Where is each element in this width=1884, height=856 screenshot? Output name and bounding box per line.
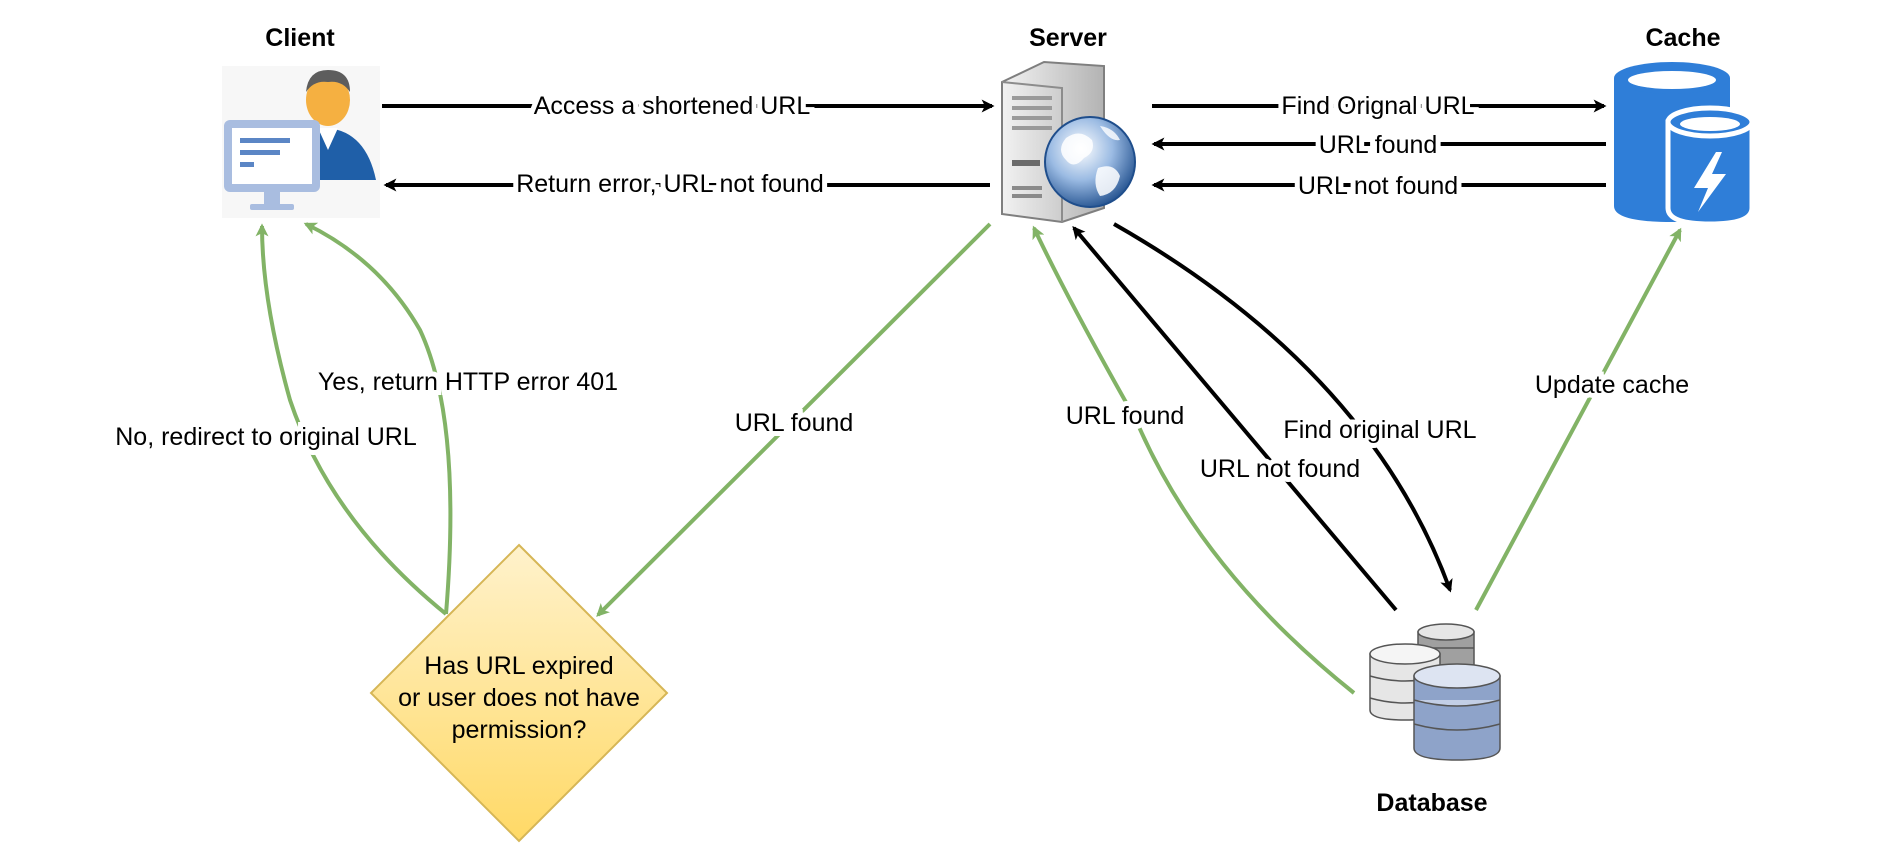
arrow-find-original-cache: Find Orignal URL bbox=[1152, 87, 1607, 125]
label-yes-401: Yes, return HTTP error 401 bbox=[318, 368, 618, 396]
label-access-url: Access a shortened URL bbox=[534, 92, 811, 120]
label-db-url-not-found: URL not found bbox=[1200, 455, 1360, 483]
cache-title: Cache bbox=[1645, 24, 1720, 52]
arrow-access-url: Access a shortened URL bbox=[382, 87, 995, 125]
label-update-cache: Update cache bbox=[1535, 371, 1689, 399]
server-title: Server bbox=[1029, 24, 1107, 52]
arrow-db-url-not-found: URL not found bbox=[1072, 226, 1398, 612]
label-return-error: Return error, URL not found bbox=[516, 170, 824, 198]
database-title: Database bbox=[1376, 789, 1487, 817]
database-cluster-icon bbox=[1369, 623, 1501, 761]
label-cache-url-found: URL found bbox=[1319, 131, 1438, 159]
cache-database-lightning-icon bbox=[1614, 62, 1755, 227]
arrow-cache-url-not-found: URL not found bbox=[1151, 167, 1606, 205]
decision-line-2: or user does not have bbox=[398, 684, 640, 712]
client-title: Client bbox=[265, 24, 335, 52]
label-no-redirect: No, redirect to original URL bbox=[115, 423, 417, 451]
arrow-yes-401: Yes, return HTTP error 401 bbox=[303, 222, 623, 615]
arrow-cache-url-found: URL found bbox=[1151, 126, 1606, 164]
arrow-db-url-found: URL found bbox=[1032, 225, 1356, 695]
decision-diamond: Has URL expired or user does not have pe… bbox=[369, 543, 669, 843]
web-server-globe-icon bbox=[1001, 60, 1136, 224]
decision-line-1: Has URL expired bbox=[424, 652, 613, 680]
label-db-url-found: URL found bbox=[1066, 402, 1185, 430]
decision-line-3: permission? bbox=[452, 716, 587, 744]
arrow-update-cache: Update cache bbox=[1474, 227, 1694, 611]
arrow-return-error: Return error, URL not found bbox=[383, 165, 990, 203]
arrow-find-original-db: Find original URL bbox=[1113, 222, 1482, 593]
label-cache-url-not-found: URL not found bbox=[1298, 172, 1458, 200]
label-find-original-db: Find original URL bbox=[1283, 416, 1476, 444]
client-computer-user-icon bbox=[222, 66, 380, 218]
arrow-server-url-found: URL found bbox=[596, 222, 992, 617]
label-server-url-found: URL found bbox=[735, 409, 854, 437]
label-find-original-cache: Find Orignal URL bbox=[1281, 92, 1474, 120]
arrow-no-redirect: No, redirect to original URL bbox=[110, 223, 448, 616]
